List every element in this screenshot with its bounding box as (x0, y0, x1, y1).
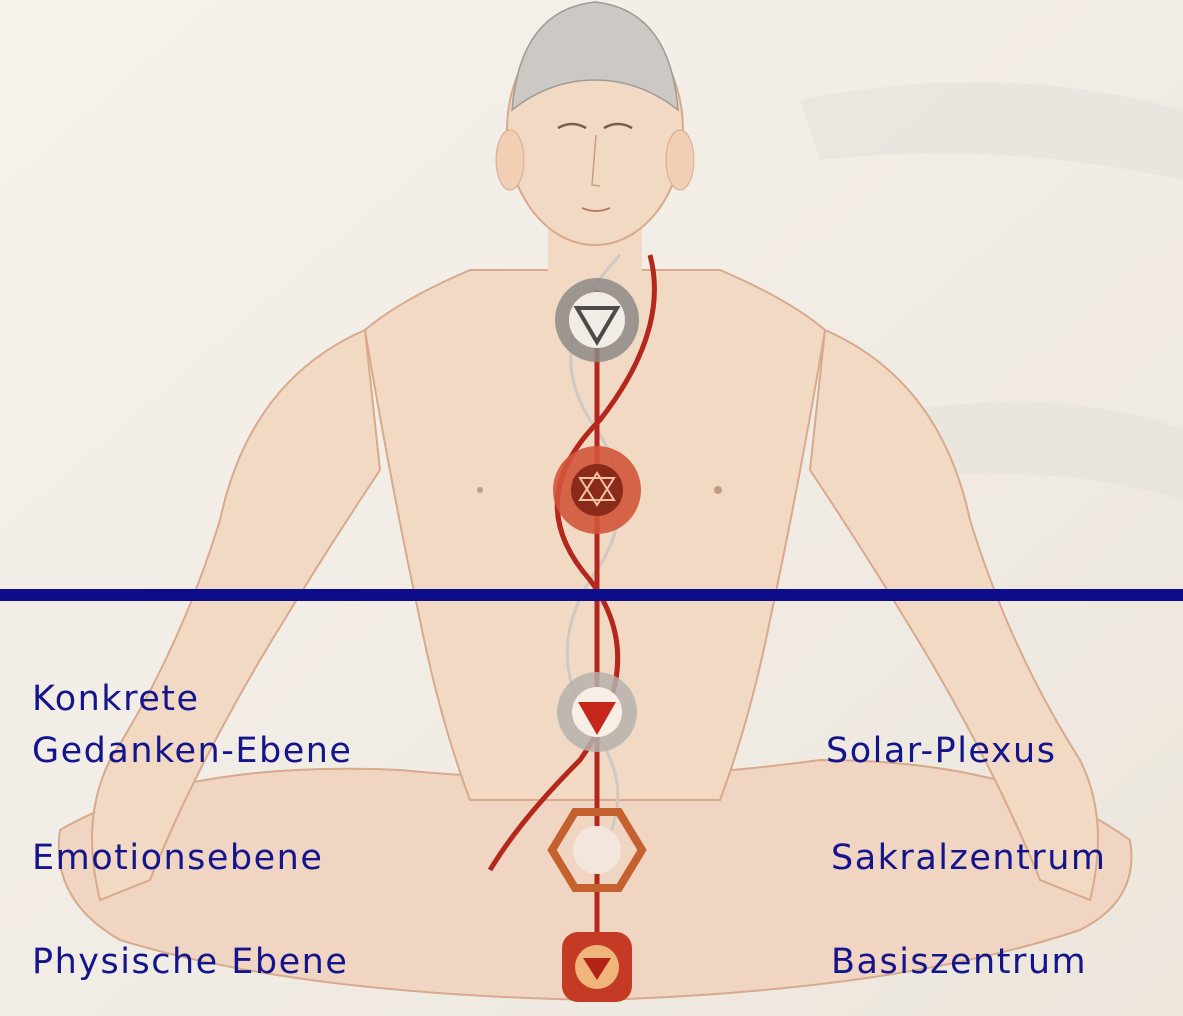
label-konkrete: Konkrete (32, 677, 199, 721)
root-chakra-icon (562, 932, 632, 1002)
solar-plexus-chakra-icon (557, 672, 637, 752)
heart-chakra-icon (553, 446, 641, 534)
label-gedanken-ebene: Gedanken-Ebene (32, 729, 352, 773)
label-basiszentrum: Basiszentrum (831, 940, 1087, 984)
horizontal-divider (0, 589, 1183, 601)
label-sakralzentrum: Sakralzentrum (831, 836, 1106, 880)
label-solar-plexus: Solar-Plexus (826, 729, 1056, 773)
label-physische-ebene: Physische Ebene (32, 940, 348, 984)
throat-chakra-icon (555, 278, 639, 362)
label-emotionsebene: Emotionsebene (32, 836, 323, 880)
